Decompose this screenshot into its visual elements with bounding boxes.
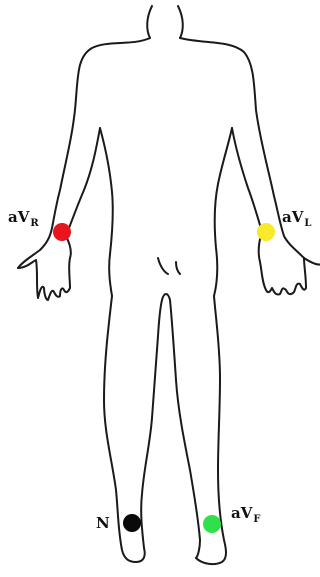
left-leg-inner-outline	[141, 300, 162, 548]
label-avf: aVF	[231, 505, 260, 525]
label-avl-main: aV	[282, 208, 303, 226]
electrode-n-black-dot	[123, 514, 141, 532]
label-avf-subscript: F	[253, 514, 260, 525]
neck-right-outline	[178, 6, 183, 38]
electrode-avr-red-dot	[53, 223, 71, 241]
label-n-main: N	[96, 514, 110, 532]
right-torso-outline	[214, 128, 232, 296]
right-hand-outline	[259, 232, 320, 295]
label-avr-subscript: R	[30, 218, 38, 229]
right-leg-inner-outline	[170, 300, 200, 558]
right-inner-arm-outline	[232, 128, 262, 232]
electrode-avf-green-dot	[203, 515, 221, 533]
label-avr: aVR	[8, 209, 39, 229]
left-torso-outline	[100, 128, 113, 296]
label-avf-main: aV	[231, 504, 252, 522]
label-avl-subscript: L	[304, 218, 311, 229]
neck-left-outline	[147, 6, 152, 38]
electrode-avl-yellow-dot	[257, 223, 275, 241]
left-inner-arm-outline	[66, 128, 100, 236]
groin-crease-right	[176, 262, 180, 274]
groin-crease-left	[158, 258, 168, 274]
left-outer-arm-outline	[18, 38, 150, 268]
crotch-outline	[162, 294, 170, 300]
label-avl: aVL	[282, 209, 311, 229]
label-n: N	[96, 515, 110, 531]
label-avr-main: aV	[8, 208, 29, 226]
